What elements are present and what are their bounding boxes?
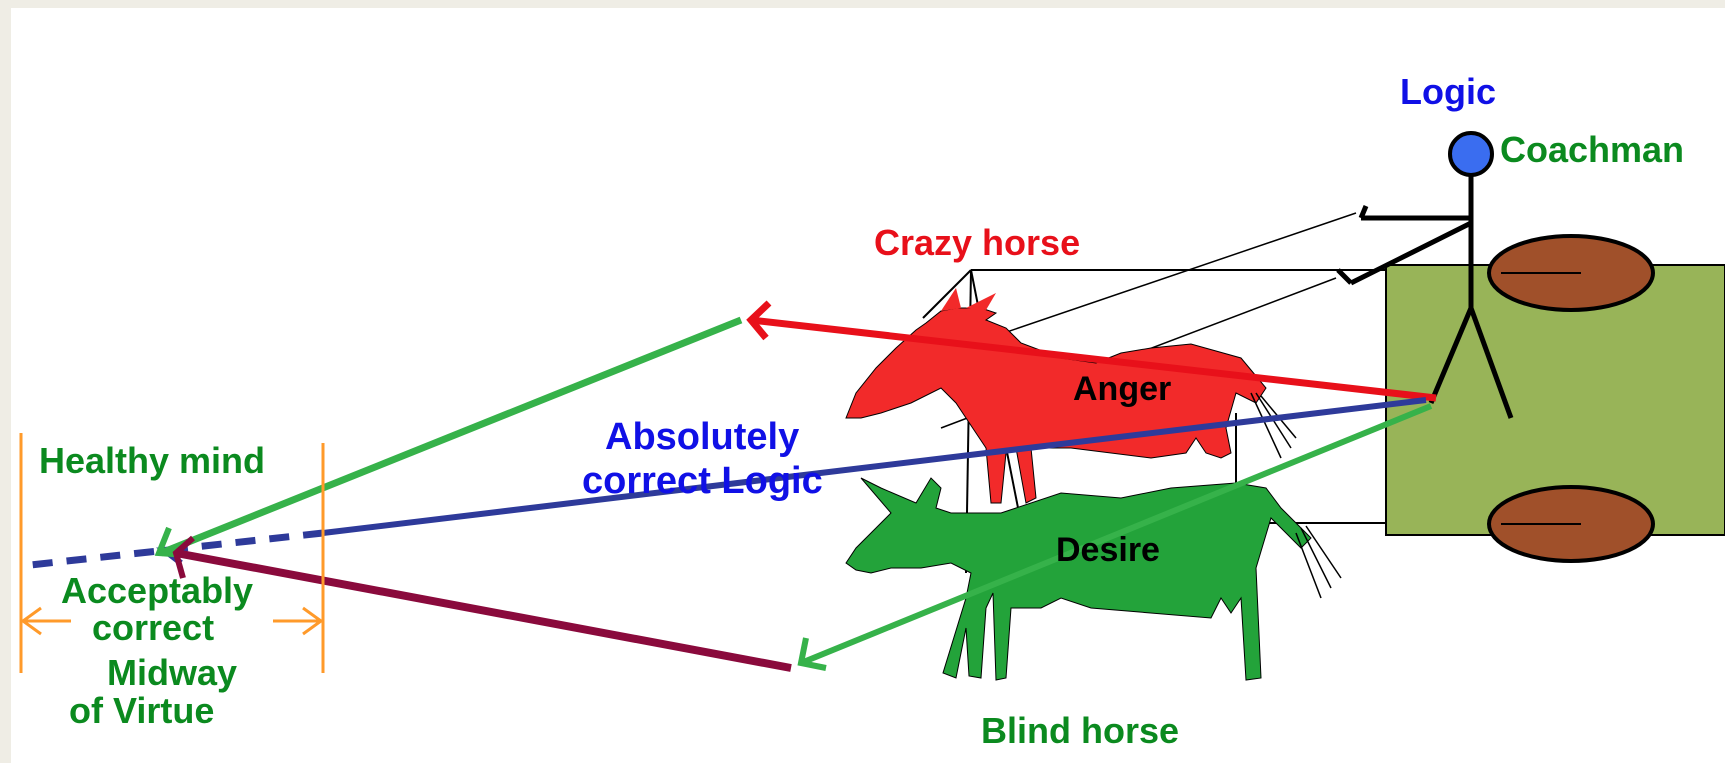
maroon-return-arrow-head [172,535,195,579]
crazy-horse-shape [845,288,1297,504]
correct-logic-label: correct Logic [582,460,823,502]
desire-label: Desire [1056,531,1160,569]
anger-label: Anger [1073,370,1171,408]
logic-label: Logic [1400,71,1496,112]
midway-label: Midway [107,652,237,693]
desire-arrow [799,403,1433,666]
coachman-label: Coachman [1500,129,1684,170]
diagram-canvas: Logic Coachman Crazy horse Anger Absolut… [11,8,1725,763]
charioteer-diagram: Logic Coachman Crazy horse Anger Absolut… [19,71,1725,751]
range-arrow-right-head [302,606,324,636]
acceptably-label: Acceptably [61,570,253,611]
anger-arrow [750,316,1437,402]
range-arrow-left-head [20,606,42,636]
anger-arrow-head [746,300,772,341]
desire-arrow-head [797,637,827,671]
blind-horse-label: Blind horse [981,710,1179,751]
green-return-arrow [159,316,743,557]
absolutely-label: Absolutely [605,416,799,458]
coachman-figure [1336,131,1514,419]
crazy-horse-label: Crazy horse [874,222,1080,263]
of-virtue-label: of Virtue [69,690,214,731]
coachman-head [1448,131,1494,177]
healthy-mind-label: Healthy mind [39,440,265,481]
logic-arrow [322,397,1427,536]
correct-label: correct [92,607,214,648]
maroon-return-arrow [175,549,792,672]
harness-line [922,269,972,319]
blind-horse-shape [845,477,1342,681]
